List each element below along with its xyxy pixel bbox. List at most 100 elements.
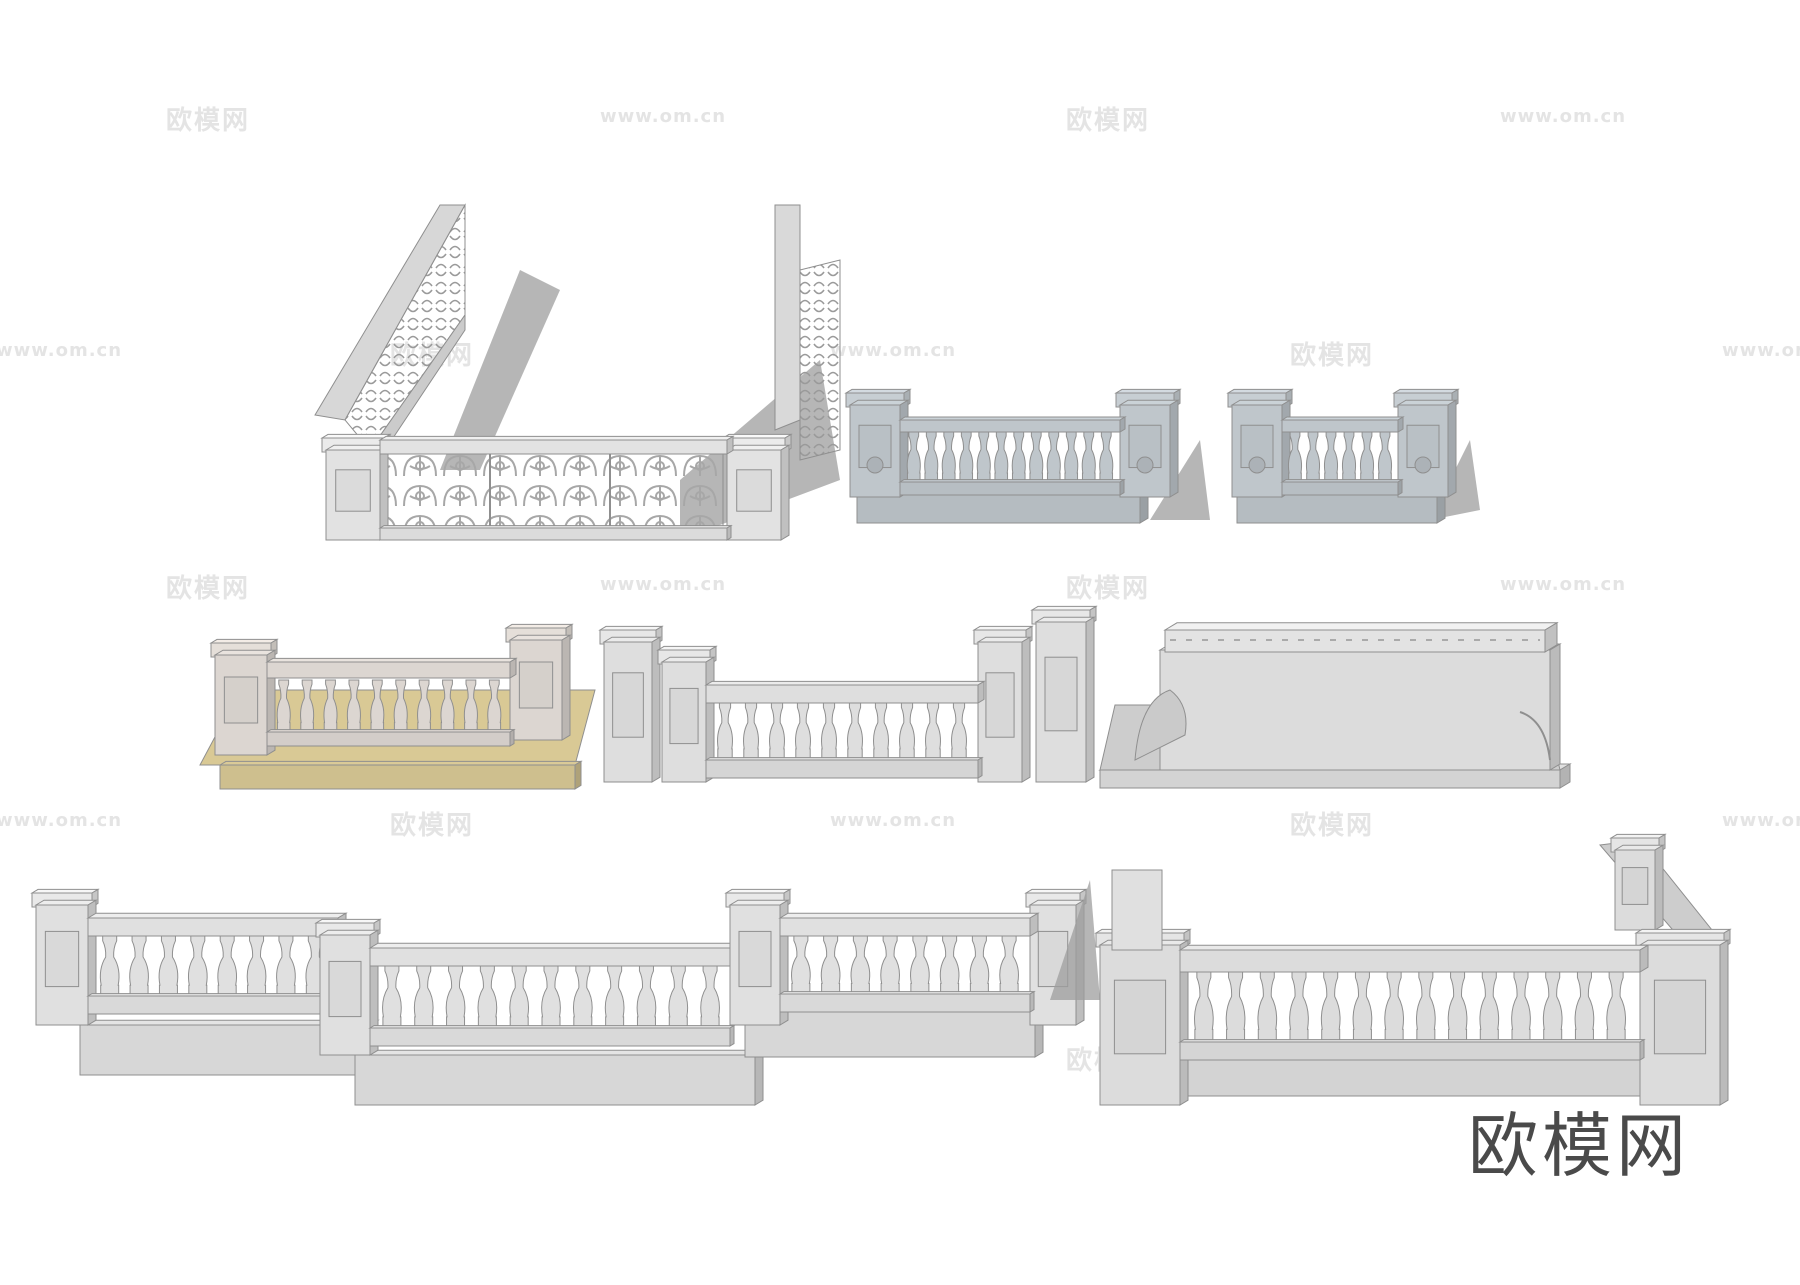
front-bottom-rail	[378, 524, 733, 541]
slab-top	[1226, 388, 1294, 394]
baluster	[1289, 971, 1309, 1043]
left-pier	[1226, 388, 1294, 498]
baluster	[1081, 431, 1096, 483]
baluster-shape	[1099, 431, 1114, 483]
bottom-rail	[86, 992, 344, 1015]
pier-panel	[669, 687, 699, 745]
baluster-shape	[1574, 971, 1595, 1043]
baluster-shape	[1064, 431, 1079, 483]
baluster-shape	[382, 965, 402, 1029]
baluster-shape	[477, 965, 498, 1029]
watermark-logo-text: 欧模网	[166, 574, 251, 604]
pier-panel	[44, 930, 80, 988]
left-corner-pier	[1094, 928, 1192, 1106]
watermark-logo-text: 欧模网	[1290, 341, 1375, 371]
slab-side	[780, 444, 790, 541]
baluster	[847, 702, 863, 760]
wrought-iron-panel-railing	[314, 203, 841, 541]
slab-top	[368, 942, 740, 949]
handrail	[368, 942, 740, 967]
rosette-ornament	[1414, 456, 1432, 474]
baluster	[217, 935, 238, 997]
drop-shadow	[1150, 440, 1210, 520]
baluster	[382, 965, 402, 1029]
slab-side	[726, 435, 734, 455]
slab-top	[656, 645, 718, 651]
baluster	[941, 431, 956, 483]
baluster-shape	[413, 965, 434, 1029]
pier-panel	[335, 469, 371, 512]
baluster-shape	[276, 679, 291, 733]
watermark-url: www.om.cn	[830, 340, 957, 361]
slab-top	[209, 638, 279, 644]
baluster-shape	[1011, 431, 1026, 483]
baluster	[1511, 971, 1531, 1043]
baluster	[1447, 971, 1468, 1043]
middle-pier	[724, 888, 792, 1026]
baluster-shape	[158, 935, 179, 997]
pier-panel	[1044, 656, 1078, 732]
drop-shadow	[440, 270, 560, 470]
slab-front	[87, 917, 339, 937]
baluster	[370, 679, 385, 733]
baluster-shape	[487, 679, 502, 733]
baluster-shape	[1194, 971, 1214, 1043]
pier-panel	[1113, 979, 1167, 1055]
slab-side	[1397, 416, 1404, 433]
baluster-shape	[924, 431, 939, 483]
baluster-shape	[791, 935, 811, 995]
slab-front	[266, 661, 511, 679]
slab-side	[726, 524, 732, 541]
baluster-shape	[604, 965, 625, 1029]
baluster	[445, 965, 466, 1029]
tall-corner-block	[1111, 869, 1163, 951]
baluster	[1352, 971, 1373, 1043]
baluster	[276, 679, 291, 733]
baluster-shape	[393, 679, 408, 733]
pier-panel	[1653, 979, 1707, 1055]
slab-top	[976, 636, 1032, 643]
pier-panel	[223, 676, 259, 724]
baluster	[1359, 431, 1375, 483]
watermark-url: www.om.cn	[1722, 340, 1800, 361]
baluster-shape	[440, 679, 455, 733]
grey-baluster-railing-long	[844, 388, 1210, 524]
pier-panel	[1621, 867, 1649, 905]
baluster	[717, 702, 733, 760]
baluster-shape	[1416, 971, 1436, 1043]
watermark-logo-text: 欧模网	[390, 811, 475, 841]
parapet-body	[1158, 643, 1562, 771]
baluster-shape	[1352, 971, 1373, 1043]
slab-side	[1029, 990, 1035, 1013]
baluster	[300, 679, 315, 733]
baluster-shape	[370, 679, 385, 733]
baluster	[129, 935, 149, 997]
baluster	[246, 935, 267, 997]
baluster-shape	[1289, 971, 1309, 1043]
baluster	[743, 702, 759, 760]
baluster	[880, 935, 900, 995]
scroll-bracket-left	[1134, 689, 1187, 761]
slab-top	[265, 657, 518, 663]
baluster	[906, 431, 921, 483]
slab-side	[574, 760, 582, 790]
baluster	[820, 935, 841, 995]
grey-baluster-railing-short	[1226, 388, 1480, 524]
slab-top	[1392, 388, 1460, 394]
right-pier	[504, 623, 574, 741]
baluster-shape	[463, 679, 478, 733]
white-twin-post-baluster-railing	[598, 605, 1098, 783]
slab-top	[1638, 939, 1730, 946]
baluster	[668, 965, 689, 1029]
baluster	[1323, 431, 1339, 483]
handrail	[704, 680, 986, 704]
slab-front	[856, 494, 1141, 524]
slab-side	[509, 657, 517, 679]
rosette-ornament	[866, 456, 884, 474]
bottom-rail	[898, 478, 1126, 496]
baluster-shape	[1341, 431, 1357, 483]
baluster	[440, 679, 455, 733]
baluster-shape	[1447, 971, 1468, 1043]
beige-baluster-railing-on-sand-base	[199, 623, 596, 790]
baluster-shape	[445, 965, 466, 1029]
